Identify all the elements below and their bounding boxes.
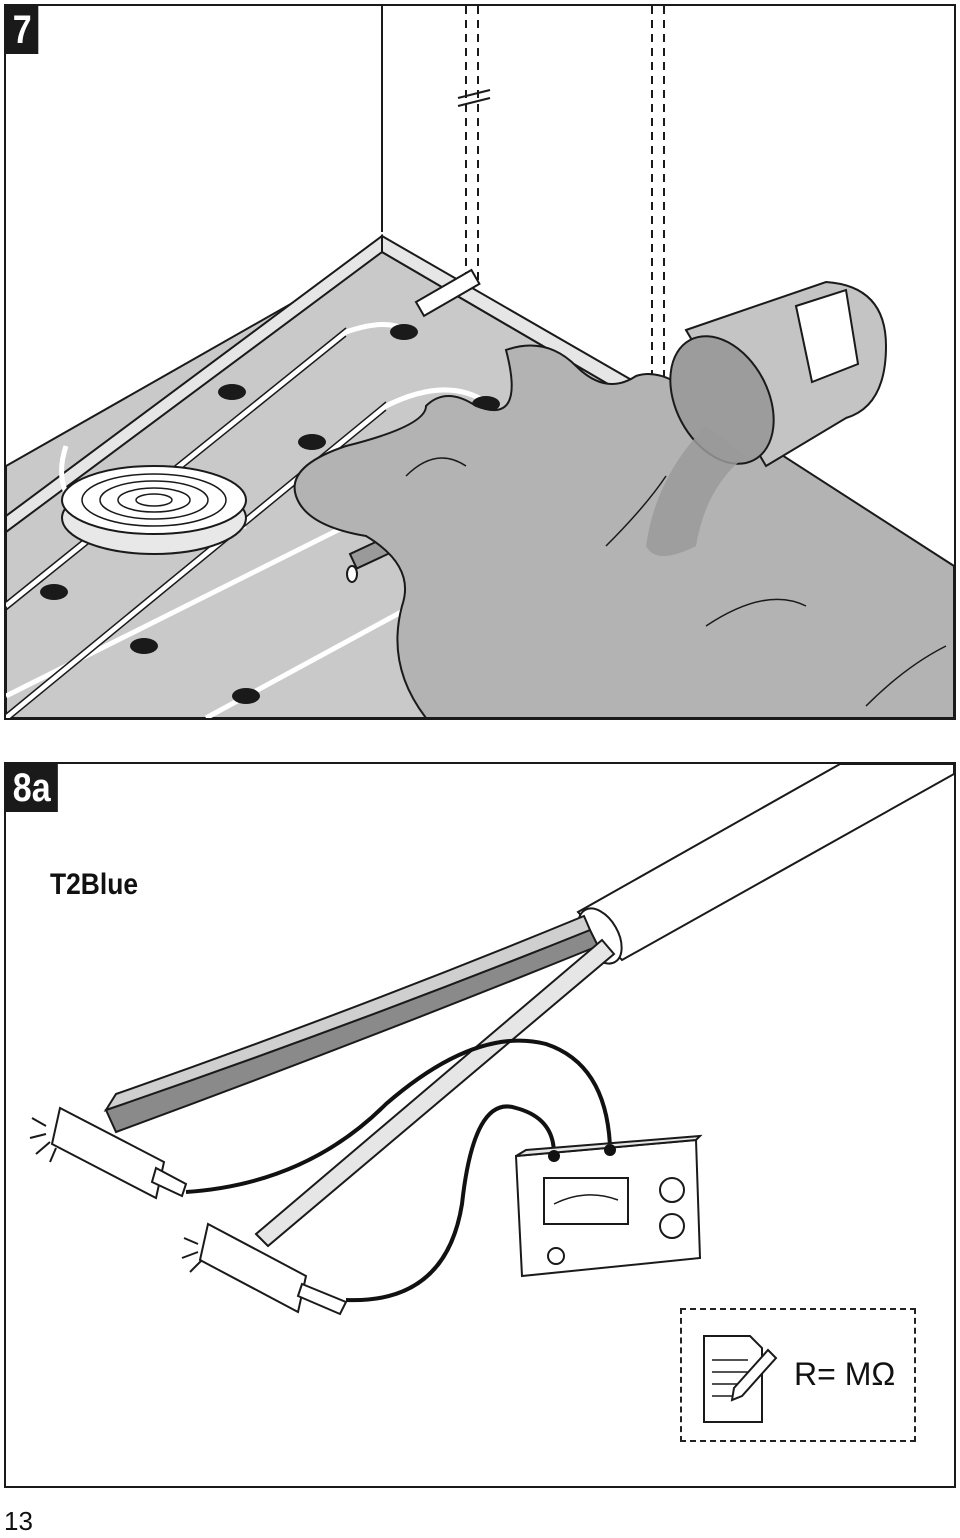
- document-pencil-icon: [703, 1335, 778, 1423]
- conductor-white: [254, 938, 616, 1248]
- model-label: T2Blue: [50, 868, 139, 901]
- insulation-tester: [514, 1134, 703, 1278]
- measurement-result-box: R= MΩ: [680, 1308, 916, 1442]
- insulation-test-illustration: [29, 764, 954, 1423]
- step-7-panel: 7: [4, 4, 956, 720]
- clip-2: [181, 1222, 348, 1316]
- conductor-light: [103, 914, 592, 1112]
- levelling-compound: [293, 344, 954, 718]
- test-lead-1: [185, 1038, 612, 1194]
- cable-sheath: [576, 764, 954, 962]
- page-number: 13: [4, 1506, 33, 1536]
- wall-conduit: [465, 6, 665, 386]
- compound-bucket: [646, 280, 888, 556]
- step-8a-panel: 8a T2Blue R= MΩ: [4, 762, 956, 1488]
- step-number-badge: 8a: [6, 764, 58, 812]
- test-lead-2: [345, 1104, 556, 1303]
- cable-coil: [61, 465, 247, 555]
- clip-1: [29, 1106, 188, 1200]
- floor-heating-illustration: [6, 6, 954, 718]
- step-number-badge: 7: [6, 6, 39, 54]
- resistance-result-label: R= MΩ: [794, 1356, 896, 1392]
